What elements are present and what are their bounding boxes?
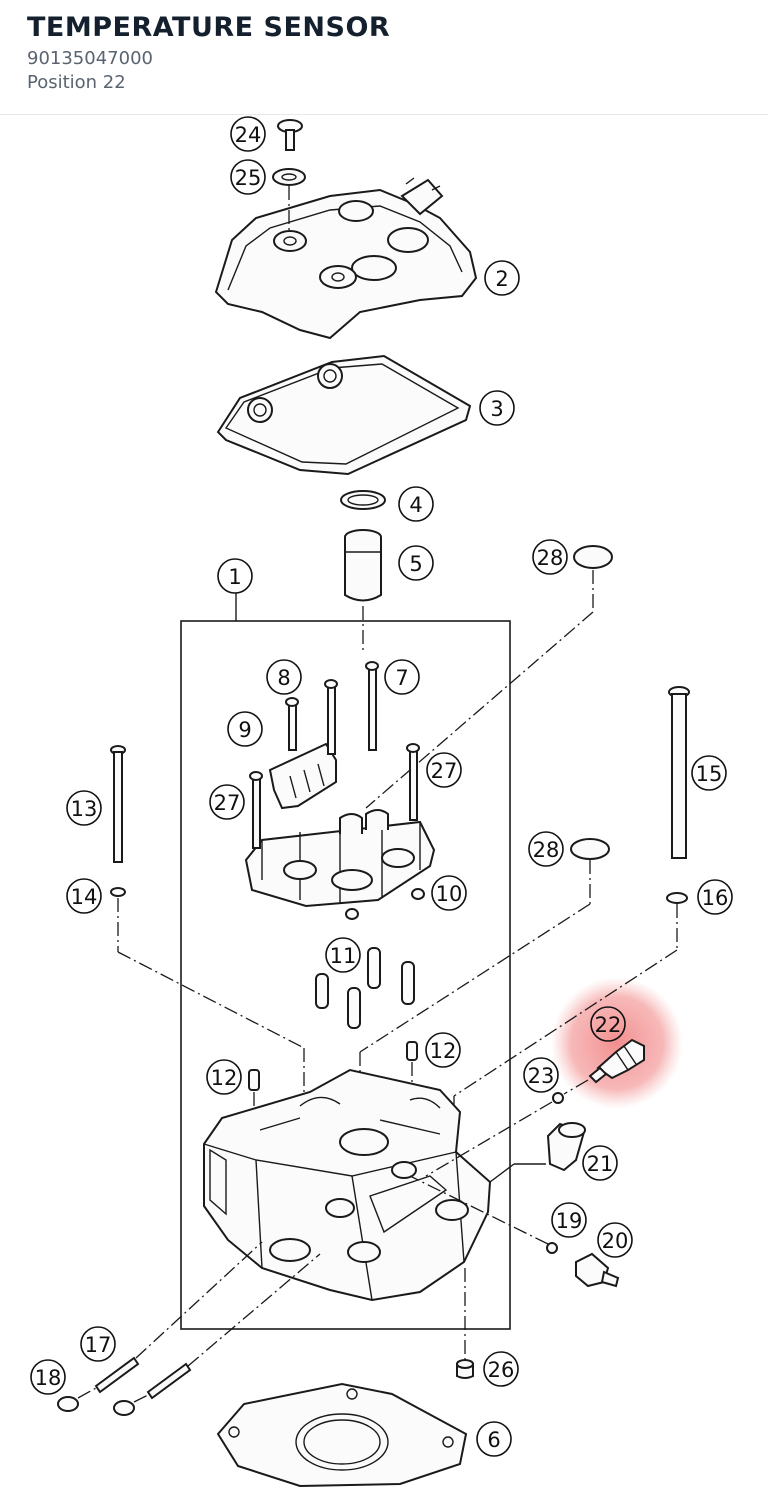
- svg-text:4: 4: [409, 493, 422, 517]
- callout-3[interactable]: 3: [479, 390, 515, 426]
- callout-22[interactable]: 22: [590, 1006, 626, 1042]
- callout-27-right[interactable]: 27: [426, 752, 462, 788]
- page-title: TEMPERATURE SENSOR: [27, 12, 391, 43]
- svg-text:10: 10: [436, 882, 463, 906]
- rocker-bracket-part: [268, 742, 337, 810]
- seal-ring-part: [340, 490, 386, 510]
- highlight-marker: [551, 977, 683, 1109]
- svg-text:17: 17: [85, 1333, 112, 1357]
- callout-20[interactable]: 20: [597, 1222, 633, 1258]
- studs-part: [57, 1241, 321, 1416]
- temperature-sensor-part: [425, 1038, 645, 1177]
- callout-4[interactable]: 4: [398, 486, 434, 522]
- svg-text:13: 13: [71, 797, 98, 821]
- cylinder-head-part: [203, 1068, 492, 1302]
- svg-text:2: 2: [495, 267, 508, 291]
- callout-12-left[interactable]: 12: [206, 1059, 242, 1095]
- svg-text:5: 5: [409, 552, 422, 576]
- svg-text:22: 22: [595, 1013, 622, 1037]
- part-number: 90135047000: [27, 48, 153, 69]
- valve-cover-part: [214, 177, 478, 340]
- svg-text:18: 18: [35, 1366, 62, 1390]
- callout-17[interactable]: 17: [80, 1326, 116, 1362]
- exploded-parts-diagram: 24 25 2 3 4 5 28 1 8 7 9 27 27 13 15 28 …: [0, 115, 768, 1491]
- carrier-bolts-part: [249, 661, 420, 849]
- callout-28-top[interactable]: 28: [532, 539, 568, 575]
- svg-text:16: 16: [702, 886, 729, 910]
- svg-text:7: 7: [395, 666, 408, 690]
- callout-6[interactable]: 6: [476, 1421, 512, 1457]
- svg-text:27: 27: [431, 759, 458, 783]
- svg-text:28: 28: [533, 838, 560, 862]
- position-label: Position 22: [27, 72, 126, 93]
- svg-text:21: 21: [587, 1152, 614, 1176]
- svg-text:20: 20: [602, 1229, 629, 1253]
- svg-text:11: 11: [330, 944, 357, 968]
- callout-15[interactable]: 15: [691, 755, 727, 791]
- callout-9[interactable]: 9: [227, 711, 263, 747]
- long-bolt-left-part: [110, 745, 305, 1092]
- callout-16[interactable]: 16: [697, 879, 733, 915]
- svg-text:1: 1: [228, 565, 241, 589]
- cover-bolt-part: [272, 119, 306, 232]
- svg-text:12: 12: [430, 1039, 457, 1063]
- plug-part: [456, 1268, 474, 1379]
- callout-2[interactable]: 2: [484, 260, 520, 296]
- camshaft-carrier-part: [244, 809, 436, 920]
- svg-text:26: 26: [488, 1358, 515, 1382]
- callout-11[interactable]: 11: [325, 937, 361, 973]
- valve-guides-part: [315, 947, 415, 1029]
- callout-10[interactable]: 10: [431, 875, 467, 911]
- callout-23[interactable]: 23: [523, 1057, 559, 1093]
- callout-5[interactable]: 5: [398, 545, 434, 581]
- callout-7[interactable]: 7: [384, 659, 420, 695]
- svg-text:3: 3: [490, 397, 503, 421]
- part-header: TEMPERATURE SENSOR 90135047000 Position …: [0, 0, 768, 115]
- assembly-frame: [180, 620, 511, 1330]
- svg-text:6: 6: [487, 1428, 500, 1452]
- svg-text:19: 19: [556, 1209, 583, 1233]
- svg-text:15: 15: [696, 762, 723, 786]
- callout-14[interactable]: 14: [66, 878, 102, 914]
- svg-text:27: 27: [214, 791, 241, 815]
- bushing-part: [344, 529, 382, 602]
- callout-13[interactable]: 13: [66, 790, 102, 826]
- cover-gasket-part: [216, 354, 472, 476]
- callout-26[interactable]: 26: [483, 1351, 519, 1387]
- callout-21[interactable]: 21: [582, 1145, 618, 1181]
- callout-8[interactable]: 8: [266, 659, 302, 695]
- svg-text:9: 9: [238, 718, 251, 742]
- callout-25[interactable]: 25: [230, 159, 266, 195]
- callout-28-lower[interactable]: 28: [528, 831, 564, 867]
- head-gasket-part: [216, 1382, 468, 1488]
- svg-text:23: 23: [528, 1064, 555, 1088]
- callout-19[interactable]: 19: [551, 1202, 587, 1238]
- svg-text:24: 24: [235, 123, 262, 147]
- oil-sensor-part: [409, 1175, 620, 1288]
- sleeve-part: [489, 1122, 586, 1183]
- svg-text:28: 28: [537, 546, 564, 570]
- svg-text:8: 8: [277, 666, 290, 690]
- svg-text:14: 14: [71, 885, 98, 909]
- long-bolt-right-part: [453, 686, 690, 1180]
- callout-18[interactable]: 18: [30, 1359, 66, 1395]
- callout-27-left[interactable]: 27: [209, 784, 245, 820]
- svg-text:25: 25: [235, 166, 262, 190]
- callout-24[interactable]: 24: [230, 116, 266, 152]
- callout-12-right[interactable]: 12: [425, 1032, 461, 1068]
- callout-1[interactable]: 1: [217, 558, 253, 594]
- svg-text:12: 12: [211, 1066, 238, 1090]
